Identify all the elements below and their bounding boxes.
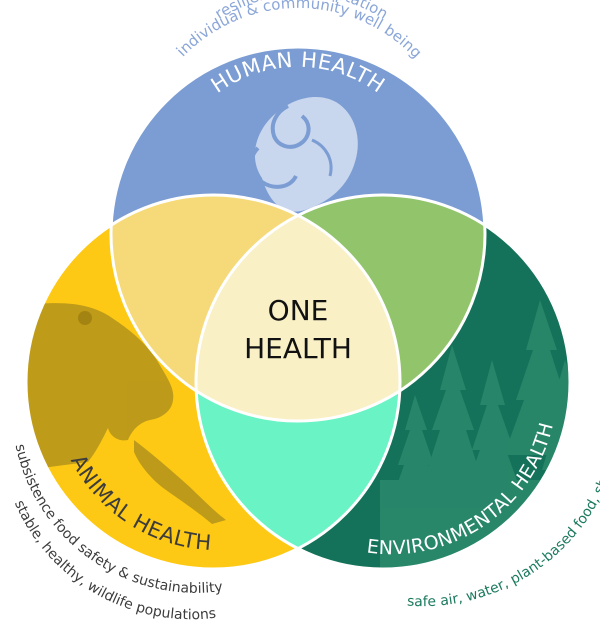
one-health-center-region — [196, 195, 400, 421]
mother-and-child-icon — [249, 96, 358, 212]
bear-and-salmon-icon — [26, 303, 226, 524]
one-health-label-line-2: HEALTH — [244, 332, 352, 365]
one-health-label-line-1: ONE — [268, 294, 329, 327]
